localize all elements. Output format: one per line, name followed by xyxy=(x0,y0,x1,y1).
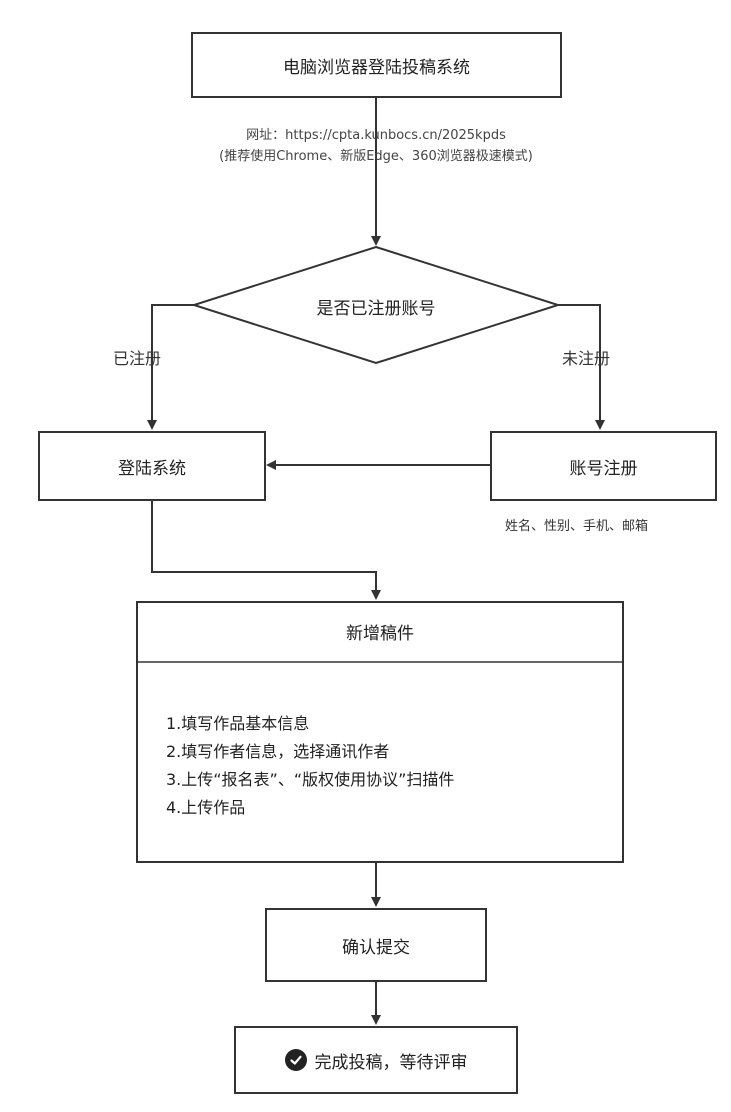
check-circle-icon xyxy=(284,1049,307,1071)
register-fields: 姓名、性别、手机、邮箱 xyxy=(505,519,649,534)
submission-title: 新增稿件 xyxy=(346,624,414,644)
browser-line: (推荐使用Chrome、新版Edge、360浏览器极速模式) xyxy=(219,149,533,164)
url-note: 网址：https://cpta.kunbocs.cn/2025kpds (推荐使… xyxy=(150,124,602,164)
confirm-title: 确认提交 xyxy=(342,937,410,958)
step-item: 3.上传“报名表”、“版权使用协议”扫描件 xyxy=(166,770,455,789)
login-box: 登陆系统 xyxy=(38,431,266,501)
step-item: 2.填写作者信息，选择通讯作者 xyxy=(166,742,390,761)
connector-decision-to-register xyxy=(558,304,605,430)
finish-box: 完成投稿，等待评审 xyxy=(234,1026,518,1094)
submission-card xyxy=(136,601,624,863)
register-box: 账号注册 xyxy=(490,431,717,501)
connector-decision-to-login xyxy=(147,304,194,430)
finish-title: 完成投稿，等待评审 xyxy=(314,1052,468,1073)
url-line: 网址：https://cpta.kunbocs.cn/2025kpds xyxy=(246,128,506,143)
login-title: 登陆系统 xyxy=(118,458,186,479)
decision-diamond xyxy=(190,245,562,365)
branch-label-registered: 已注册 xyxy=(113,349,162,368)
confirm-box: 确认提交 xyxy=(265,908,487,982)
branch-label-unregistered: 未注册 xyxy=(562,349,611,368)
step-item: 4.上传作品 xyxy=(166,798,246,817)
decision-question: 是否已注册账号 xyxy=(316,299,436,319)
submission-header: 新增稿件 xyxy=(136,601,624,662)
submission-steps: 1.填写作品基本信息 2.填写作者信息，选择通讯作者 3.上传“报名表”、“版权… xyxy=(166,710,454,822)
start-box: 电脑浏览器登陆投稿系统 xyxy=(191,32,562,98)
step-item: 1.填写作品基本信息 xyxy=(166,714,310,733)
connector-login-to-submission xyxy=(151,500,381,600)
register-title: 账号注册 xyxy=(569,458,638,479)
start-title: 电脑浏览器登陆投稿系统 xyxy=(283,57,470,78)
